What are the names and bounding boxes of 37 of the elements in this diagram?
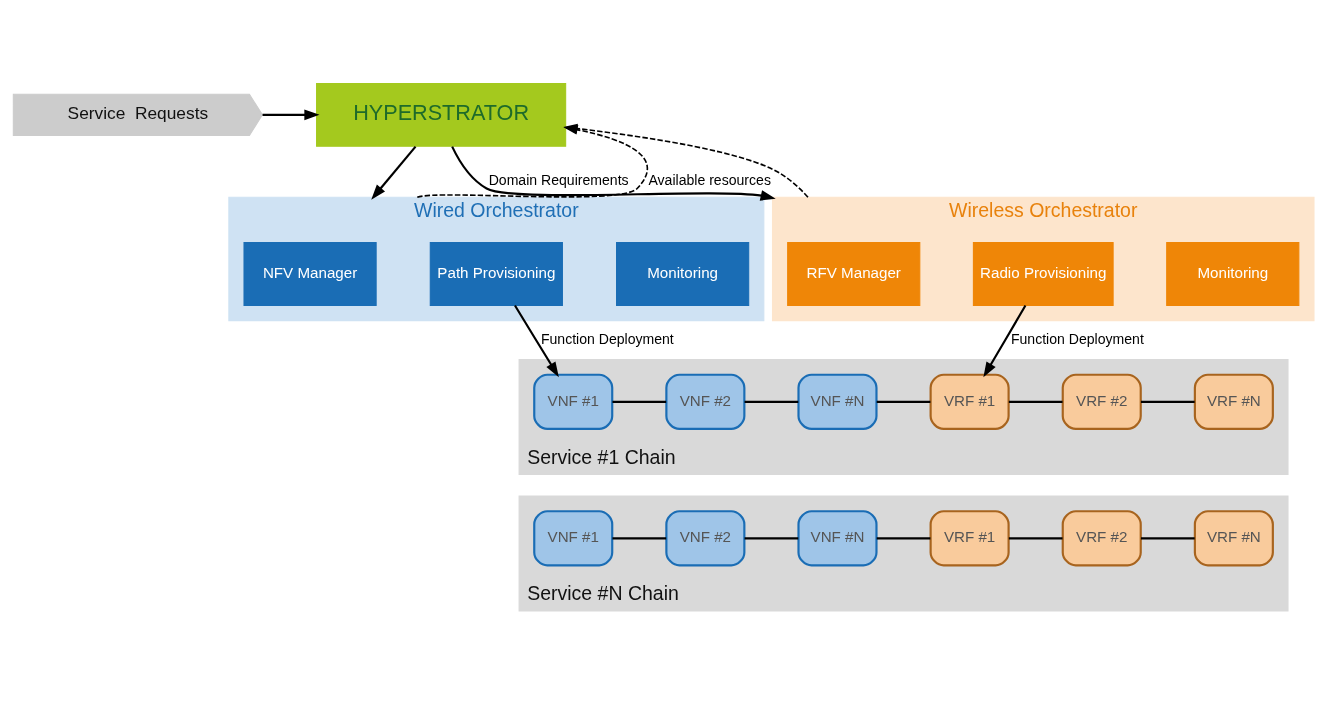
node-box: VNF #N	[796, 509, 878, 566]
connector	[611, 400, 666, 403]
edge-label: Function Deployment	[1010, 330, 1144, 347]
edge-label: Available resources	[647, 171, 771, 188]
connector	[876, 400, 930, 403]
node-box: VRF #N	[1193, 509, 1274, 566]
node-box: VRF #2	[1061, 509, 1142, 566]
node-box: VRF #N	[1193, 373, 1274, 430]
connector	[1140, 400, 1195, 403]
node-box: Monitoring	[615, 241, 749, 306]
connector	[611, 536, 666, 539]
node-box: NFV Manager	[242, 241, 377, 306]
node-box: VNF #2	[664, 509, 745, 566]
node-box: Radio Provisioning	[972, 241, 1114, 306]
connector	[1008, 400, 1063, 403]
node-box: VRF #2	[1061, 373, 1142, 430]
edge-label: Domain Requirements	[488, 171, 629, 188]
node-box: HYPERSTRATOR	[315, 82, 566, 147]
arrow	[370, 145, 416, 200]
edge-label: Function Deployment	[540, 330, 674, 347]
connector	[744, 536, 798, 539]
node-box: VRF #1	[929, 509, 1010, 566]
node-box: VNF #1	[532, 373, 613, 430]
node-box: VRF #1	[929, 373, 1010, 430]
node-box: RFV Manager	[786, 241, 920, 306]
node-box: Monitoring	[1165, 241, 1299, 306]
connector	[1008, 536, 1063, 539]
node-box: VNF #1	[532, 509, 613, 566]
node-box: VNF #N	[796, 373, 878, 430]
arrow	[450, 145, 776, 201]
node-box: VNF #2	[664, 373, 745, 430]
connector	[744, 400, 798, 403]
node-box: Path Provisioning	[429, 241, 563, 306]
connector	[876, 536, 930, 539]
connector	[1140, 536, 1195, 539]
arrow	[513, 304, 559, 377]
arrow	[262, 109, 320, 120]
